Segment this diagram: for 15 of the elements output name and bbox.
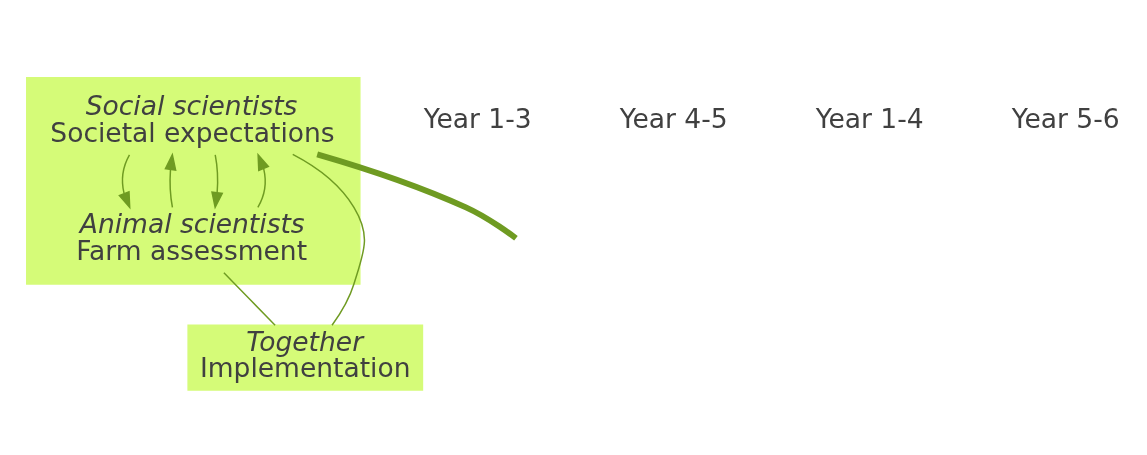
- connector: [223, 271, 276, 326]
- arrow: [118, 153, 131, 209]
- label: Year 5-6: [1011, 102, 1120, 134]
- label: Year 4-5: [619, 102, 728, 134]
- label: Year 1-3: [423, 102, 532, 134]
- node-text: Animal scientists Farm assessment: [76, 207, 308, 266]
- node-box: Together Implementation: [187, 324, 424, 391]
- label: Year 1-4: [815, 102, 924, 134]
- connector: [316, 151, 518, 241]
- arrow: [257, 152, 270, 208]
- connector: [292, 153, 366, 326]
- cluster: [26, 76, 361, 285]
- node-text: Social scientists Societal expectations: [50, 89, 335, 148]
- arrow: [211, 153, 224, 210]
- arrow: [164, 152, 177, 208]
